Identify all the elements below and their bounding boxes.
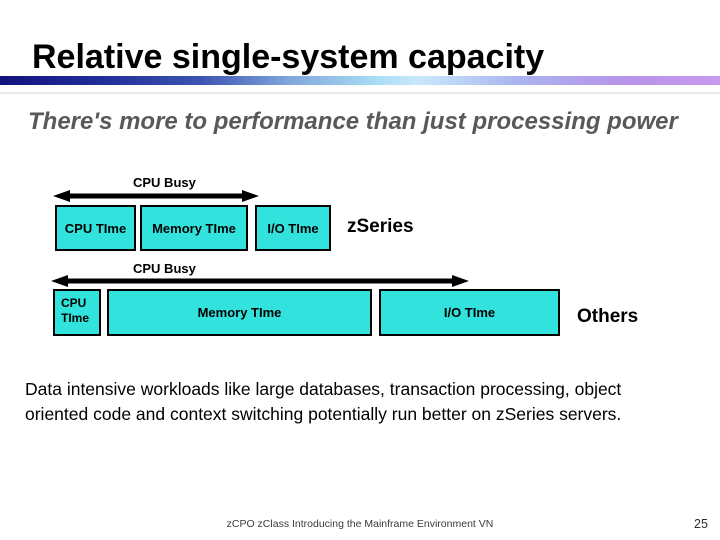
system-label-zseries: zSeries xyxy=(347,216,414,237)
slide-title: Relative single-system capacity xyxy=(32,38,545,76)
box-io-time-zseries: I/O TIme xyxy=(255,205,331,251)
system-label-others: Others xyxy=(577,306,639,327)
box-cpu-time-line2: TIme xyxy=(61,311,90,325)
title-bar-shadow-line xyxy=(0,92,720,94)
cpu-busy-double-arrow-zseries xyxy=(53,189,259,203)
box-cpu-time-others: CPU TIme xyxy=(53,289,101,336)
box-memory-time-zseries: Memory TIme xyxy=(140,205,248,251)
slide-subtitle: There's more to performance than just pr… xyxy=(28,108,678,135)
body-paragraph: Data intensive workloads like large data… xyxy=(25,379,622,424)
double-arrow-icon xyxy=(51,275,469,287)
double-arrow-icon xyxy=(53,190,259,202)
cpu-busy-label-zseries: CPU Busy xyxy=(133,175,196,190)
box-io-time-others: I/O TIme xyxy=(379,289,560,336)
cpu-busy-label-others: CPU Busy xyxy=(133,261,196,276)
box-cpu-time-zseries: CPU TIme xyxy=(55,205,136,251)
box-memory-time-others: Memory TIme xyxy=(107,289,372,336)
box-cpu-time-line1: CPU xyxy=(61,296,87,310)
footer-text: zCPO zClass Introducing the Mainframe En… xyxy=(226,518,494,530)
title-gradient-bar xyxy=(0,76,720,85)
cpu-busy-double-arrow-others xyxy=(51,274,469,288)
page-number: 25 xyxy=(694,517,708,531)
